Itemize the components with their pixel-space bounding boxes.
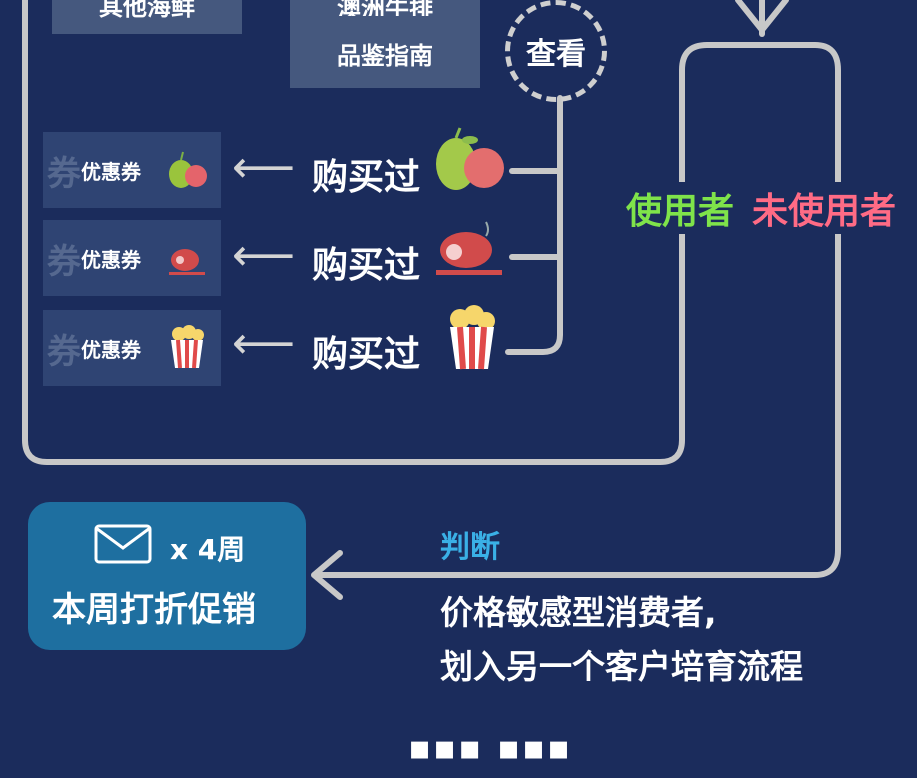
ham-icon	[169, 249, 205, 275]
promo-title: 本周打折促销	[52, 590, 256, 630]
description-line1: 价格敏感型消费者,	[440, 593, 717, 632]
coupon-fruit[interactable]: 券 优惠券	[43, 132, 221, 208]
arrow-left-3: ⟵	[232, 318, 296, 369]
bought-label-ham: 购买过	[312, 245, 421, 286]
coupon-ham[interactable]: 券 优惠券	[43, 220, 221, 296]
promo-count: x 4周	[170, 533, 246, 566]
outer-loop-line	[22, 0, 841, 578]
description: 价格敏感型消费者, 划入另一个客户培育流程	[440, 586, 803, 694]
more-ellipsis: ▪▪▪ ▪▪▪	[408, 728, 573, 768]
bought-label-fruit: 购买过	[312, 157, 421, 198]
description-line2: 划入另一个客户培育流程	[440, 647, 803, 686]
tag-seafood: 其他海鲜	[52, 0, 242, 34]
promo-box[interactable]: x 4周 本周打折促销	[28, 502, 306, 650]
promo-arrowhead	[311, 550, 343, 600]
mail-icon	[94, 524, 152, 564]
fruit-large-icon	[436, 127, 504, 190]
popcorn-icon	[171, 325, 204, 369]
judge-label: 判断	[440, 530, 500, 565]
popcorn-large-icon	[450, 305, 495, 370]
bought-label-popcorn: 购买过	[312, 334, 421, 375]
ham-large-icon	[436, 221, 502, 275]
arrow-left-2: ⟵	[232, 230, 296, 281]
arrow-left-1: ⟵	[232, 142, 296, 193]
view-branch-line	[505, 95, 563, 355]
label-user-unused: 未使用者	[752, 182, 897, 234]
fruit-icon	[169, 151, 207, 188]
coupon-popcorn[interactable]: 券 优惠券	[43, 310, 221, 386]
view-button[interactable]: 查看	[505, 0, 607, 102]
tag-steak-guide: 澳洲牛排 品鉴指南	[290, 0, 480, 88]
label-user-used: 使用者	[626, 182, 735, 234]
